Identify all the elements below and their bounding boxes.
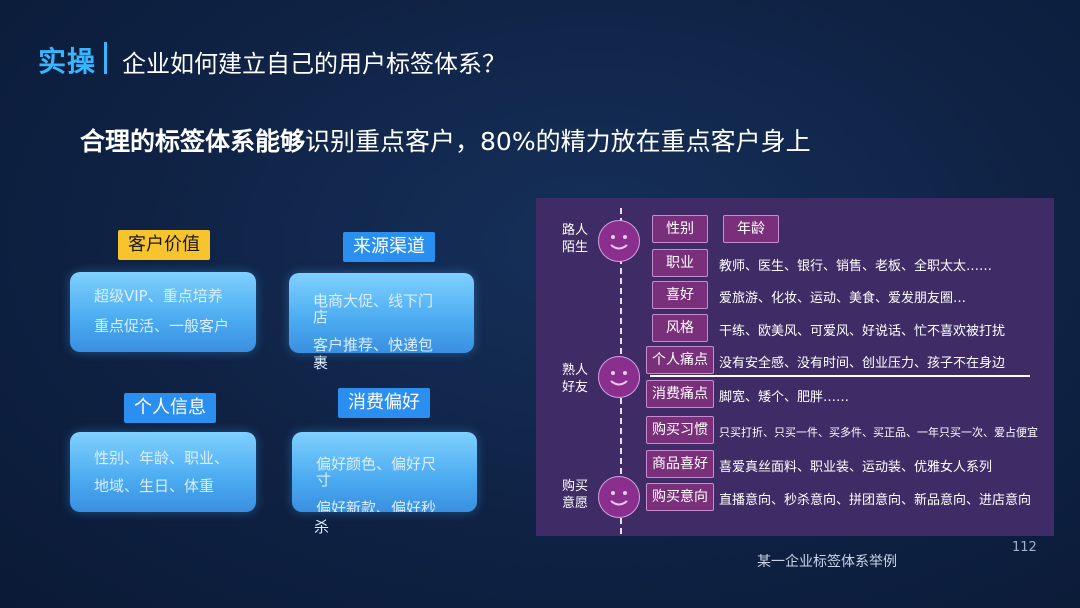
subtitle-bold: 合理的标签体系能够	[80, 127, 306, 156]
card-line: 偏好新款、偏好秒	[316, 499, 437, 512]
label-source-channel: 来源渠道	[343, 232, 435, 262]
page-title: 企业如何建立自己的用户标签体系？	[122, 50, 506, 78]
card-personal-info: 性别、年龄、职业、 地域、生日、体重	[70, 432, 256, 512]
label-customer-value: 客户价值	[118, 230, 210, 260]
card-line: 超级VIP、重点培养	[94, 287, 223, 305]
divider-line	[650, 375, 1030, 377]
tag-desc: 教师、医生、银行、销售、老板、全职太太……	[719, 259, 993, 274]
tag-hobby: 喜好	[652, 281, 708, 309]
tag-style: 风格	[652, 314, 708, 342]
card-customer-value: 超级VIP、重点培养 重点促活、一般客户	[70, 272, 256, 352]
card-line: 店	[313, 308, 329, 326]
tag-age: 年龄	[723, 215, 779, 243]
tag-desc: 喜爱真丝面料、职业装、运动装、优雅女人系列	[719, 460, 993, 475]
figure-caption: 某一企业标签体系举例	[757, 554, 897, 570]
card-consumption-pref: 偏好颜色、偏好尺 寸 偏好新款、偏好秒	[292, 432, 477, 512]
tag-desc: 干练、欧美风、可爱风、好说话、忙不喜欢被打扰	[719, 324, 1006, 339]
card-line: 客户推荐、快递包	[313, 336, 434, 353]
stage-line: 购买	[562, 479, 589, 494]
card-line: 电商大促、线下门	[313, 292, 434, 310]
subtitle-rest: 识别重点客户，80%的精力放在重点客户身上	[305, 127, 811, 156]
tag-personal-pain: 个人痛点	[646, 346, 714, 374]
tag-desc: 直播意向、秒杀意向、拼团意向、新品意向、进店意向	[719, 493, 1032, 508]
stage-purchase: 购买意愿	[562, 478, 588, 512]
tag-purchase-habit: 购买习惯	[646, 416, 714, 444]
smiley-face-icon	[598, 220, 640, 262]
subtitle: 合理的标签体系能够识别重点客户，80%的精力放在重点客户身上	[80, 122, 811, 158]
page-number: 112	[1012, 540, 1037, 555]
card-overflow-line: 裹	[313, 354, 329, 372]
tag-occupation: 职业	[652, 249, 708, 277]
stage-line: 路人	[562, 223, 589, 238]
card-line: 性别、年龄、职业、	[94, 449, 230, 467]
tag-desc: 脚宽、矮个、肥胖……	[719, 390, 850, 405]
tag-desc: 爱旅游、化妆、运动、美食、爱发朋友圈…	[719, 291, 967, 306]
tag-gender: 性别	[652, 215, 708, 243]
label-consumption-pref: 消费偏好	[338, 388, 430, 418]
card-line: 寸	[316, 471, 332, 489]
section-tag: 实操	[38, 45, 97, 78]
label-personal-info: 个人信息	[124, 393, 216, 423]
smiley-face-icon	[598, 356, 640, 398]
header-separator	[104, 42, 107, 74]
stage-line: 意愿	[562, 496, 589, 511]
card-line: 偏好颜色、偏好尺	[316, 455, 437, 473]
stage-stranger: 路人陌生	[562, 222, 588, 256]
tag-desc: 没有安全感、没有时间、创业压力、孩子不在身边	[719, 356, 1006, 371]
card-line: 重点促活、一般客户	[94, 317, 230, 335]
card-source-channel: 电商大促、线下门 店 客户推荐、快递包	[289, 273, 474, 353]
card-line: 地域、生日、体重	[94, 477, 215, 495]
stage-line: 好友	[562, 380, 589, 395]
smiley-face-icon	[598, 476, 640, 518]
tag-purchase-intent: 购买意向	[646, 483, 714, 511]
tag-consumption-pain: 消费痛点	[646, 380, 714, 408]
tag-desc: 只买打折、只买一件、买多件、买正品、一年只买一次、爱占便宜	[719, 426, 1038, 439]
tag-product-pref: 商品喜好	[646, 450, 714, 478]
card-overflow-line: 杀	[314, 518, 330, 536]
stage-line: 陌生	[562, 240, 589, 255]
stage-line: 熟人	[562, 363, 589, 378]
stage-friend: 熟人好友	[562, 362, 588, 396]
